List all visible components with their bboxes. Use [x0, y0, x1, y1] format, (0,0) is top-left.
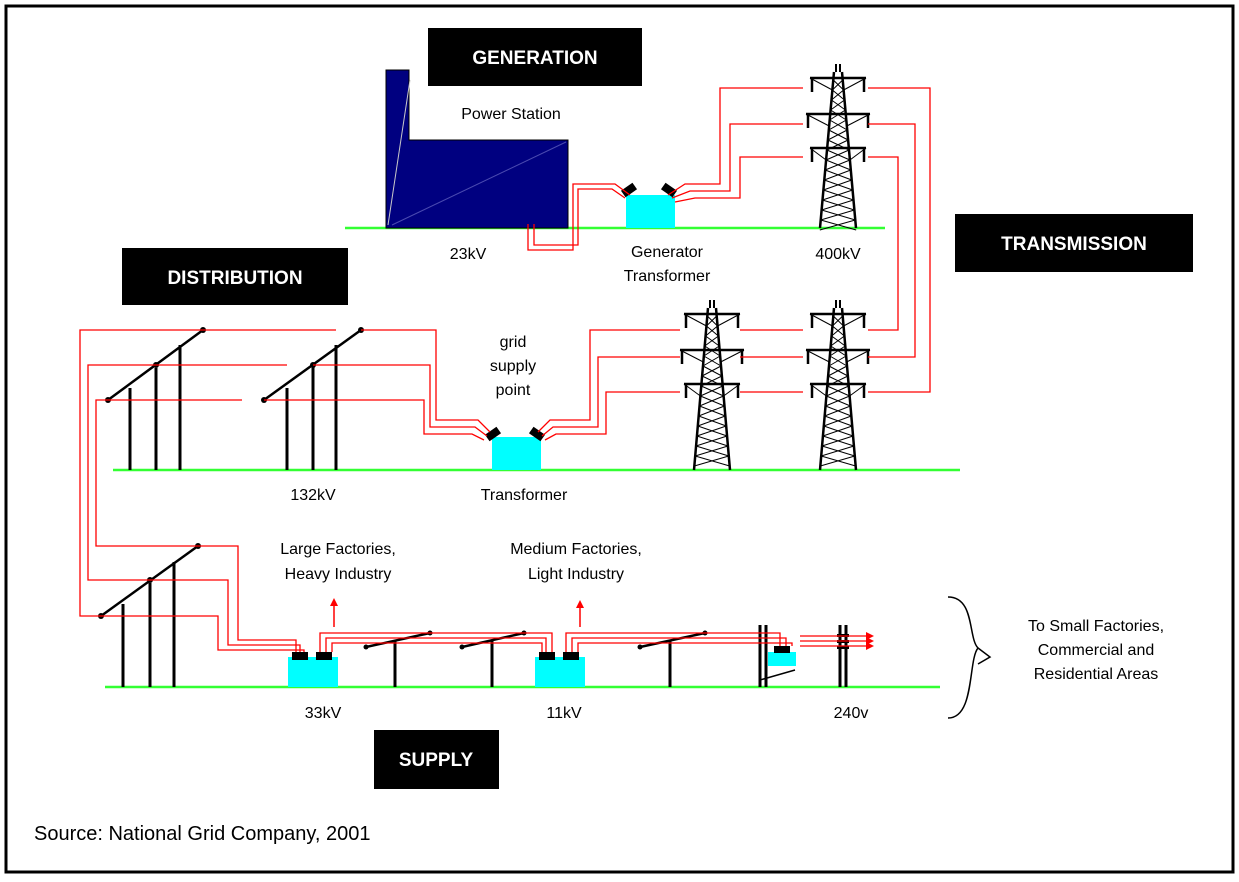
transmission-towers	[679, 64, 871, 471]
heading-supply-box	[374, 730, 499, 789]
label-medium-factories-line2: Light Industry	[528, 566, 624, 583]
heading-supply: SUPPLY	[399, 750, 474, 771]
curly-brace	[947, 596, 980, 719]
label-power-station: Power Station	[461, 106, 561, 123]
transformer-11kv	[535, 657, 585, 687]
heading-distribution: DISTRIBUTION	[167, 268, 302, 289]
label-small-factories-line1: To Small Factories,	[1028, 618, 1164, 635]
label-33kv: 33kV	[305, 705, 342, 722]
heading-transmission: TRANSMISSION	[1001, 234, 1147, 255]
label-400kv: 400kV	[815, 246, 861, 263]
tower-grid-right	[805, 300, 871, 471]
label-grid-supply-point-line3: point	[496, 382, 531, 399]
curly-brace-tip	[977, 647, 992, 665]
heading-generation-box	[428, 28, 642, 86]
label-23kv: 23kV	[450, 246, 487, 263]
tower-grid-left	[679, 300, 745, 471]
label-generator-transformer-line2: Transformer	[624, 268, 711, 285]
tower-400kv	[805, 64, 871, 231]
grid-transformer	[492, 437, 541, 470]
power-station	[385, 69, 569, 229]
label-transformer: Transformer	[481, 487, 568, 504]
power-lines	[79, 87, 931, 652]
transformer-240v	[768, 652, 796, 666]
heading-transmission-box	[955, 214, 1193, 272]
heading-generation: GENERATION	[472, 48, 597, 69]
label-large-factories-line2: Heavy Industry	[285, 566, 392, 583]
transformer-33kv	[288, 657, 338, 687]
label-240v: 240v	[834, 705, 869, 722]
label-132kv: 132kV	[290, 487, 336, 504]
label-small-factories-line2: Commercial and	[1038, 642, 1154, 659]
diagram-border	[4, 4, 1235, 874]
supply-poles	[363, 625, 849, 687]
generator-transformer	[626, 195, 675, 228]
heading-distribution-box	[122, 248, 348, 305]
label-grid-supply-point-line2: supply	[490, 358, 536, 375]
label-generator-transformer-line1: Generator	[631, 244, 704, 261]
label-grid-supply-point-line1: grid	[500, 334, 527, 351]
transformer-insulators	[292, 182, 790, 660]
label-11kv: 11kV	[546, 705, 582, 722]
supply-arrows	[330, 598, 874, 650]
label-large-factories-line1: Large Factories,	[280, 541, 396, 558]
source-caption: Source: National Grid Company, 2001	[34, 823, 370, 845]
label-small-factories-line3: Residential Areas	[1034, 666, 1159, 683]
distribution-poles-33kv	[98, 543, 201, 687]
label-medium-factories-line1: Medium Factories,	[510, 541, 642, 558]
